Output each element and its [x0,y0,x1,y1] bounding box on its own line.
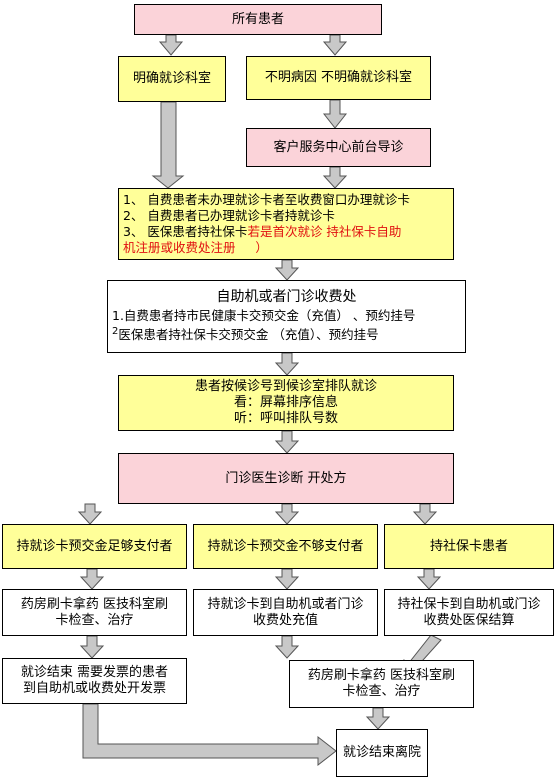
register-line4: 机注册或收费处注册 ） [123,240,268,256]
arrow-down [322,166,348,189]
node-guide-desk: 客户服务中心前台导诊 [246,128,431,167]
node-leave-label: 就诊结束离院 [342,745,421,760]
arrow-down [416,568,442,590]
register-line1: 1、 自费患者未办理就诊卡者至收费窗口办理就诊卡 [123,192,410,207]
node-social-card-label: 持社保卡患者 [429,538,508,554]
arrow-down [365,707,391,730]
pharmacy-left-line1: 药房刷卡拿药 医技科室刷 [20,596,169,612]
queue-line1: 看：屏幕排序信息 [233,395,338,410]
node-not-enough-label: 持就诊卡预交金不够支付者 [207,538,364,554]
node-register: 1、 自费患者未办理就诊卡者至收费窗口办理就诊卡 2、 自费患者已办理就诊卡者持… [118,188,454,260]
end-invoice-line2: 到自助机或收费处开发票 [22,681,166,696]
arrow-down [322,99,348,129]
payment-title: 自助机或者门诊收费处 [216,289,357,306]
social-settle-line1: 持社保卡到自助机或门诊 [397,596,541,612]
pharmacy-left-line2: 卡检查、治疗 [55,612,134,628]
register-line3-red: 若是首次就诊 持社保卡自助 [247,224,402,239]
node-unknown-dept: 不明病因 不明确就诊科室 [246,56,431,100]
queue-title: 患者按候诊号到候诊室排队就诊 [194,379,377,394]
register-line4-tail: ） [255,240,268,255]
node-social-card: 持社保卡患者 [384,524,554,569]
arrow-down [158,34,184,56]
arrow-down [274,503,300,525]
node-payment: 自助机或者门诊收费处 1.自费患者持市民健康卡交预交金（充值） 、预约挂号 2医… [107,280,466,353]
node-pharmacy-left: 药房刷卡拿药 医技科室刷 卡检查、治疗 [2,589,187,636]
node-know-dept: 明确就诊科室 [118,56,226,102]
register-line4-red: 机注册或收费处注册 [123,240,236,255]
payment-line1: 1.自费患者持市民健康卡交预交金（充值） 、预约挂号 [112,308,416,324]
node-know-dept-label: 明确就诊科室 [132,71,211,86]
queue-line2: 听：呼叫排队号数 [233,411,338,426]
node-enough: 持就诊卡预交金足够支付者 [2,524,187,569]
recharge-line2: 收费处充值 [252,612,318,628]
node-end-invoice: 就诊结束 需要发票的患者 到自助机或收费处开发票 [2,658,187,704]
arrow-down [274,352,300,376]
arrow-down [274,635,300,659]
node-doctor: 门诊医生诊断 开处方 [118,453,454,504]
arrow-down [151,101,185,189]
node-unknown-dept-label: 不明病因 不明确就诊科室 [264,70,413,85]
payment-line2: 2医保患者持社保卡交预交金 （充值）、预约挂号 [108,324,379,343]
arrow-down [274,568,300,590]
node-enough-label: 持就诊卡预交金足够支付者 [16,538,173,554]
payment-line2-text: 医保患者持社保卡交预交金 （充值）、预约挂号 [118,327,379,343]
register-line3: 3、 医保患者持社保卡若是首次就诊 持社保卡自助 [123,224,401,240]
node-social-settle: 持社保卡到自助机或门诊 收费处医保结算 [384,589,554,636]
arrow-down [77,503,103,525]
node-recharge: 持就诊卡到自助机或者门诊 收费处充值 [193,589,378,636]
social-settle-line2: 收费处医保结算 [423,612,515,628]
payment-line2-num: 2 [112,326,119,338]
recharge-line1: 持就诊卡到自助机或者门诊 [207,596,364,612]
arrow-down [322,34,348,56]
arrow-down [79,568,105,590]
register-line3-prefix: 3、 医保患者持社保卡 [123,224,248,239]
node-all-patients: 所有患者 [134,4,382,35]
node-pharmacy-right: 药房刷卡拿药 医技科室刷 卡检查、治疗 [289,660,474,708]
node-guide-desk-label: 客户服务中心前台导诊 [273,139,404,155]
node-leave: 就诊结束离院 [336,729,428,777]
arrow-bent [82,703,337,767]
node-not-enough: 持就诊卡预交金不够支付者 [193,524,378,569]
node-queue: 患者按候诊号到候诊室排队就诊 看：屏幕排序信息 听：呼叫排队号数 [118,375,454,431]
pharmacy-right-line2: 卡检查、治疗 [342,684,421,699]
arrow-down [79,635,105,659]
arrow-down [412,503,438,525]
arrow-down [274,430,300,454]
node-doctor-label: 门诊医生诊断 开处方 [225,470,347,486]
end-invoice-line1: 就诊结束 需要发票的患者 [20,665,169,680]
arrow-down [274,259,300,281]
node-all-patients-label: 所有患者 [231,11,284,27]
pharmacy-right-line1: 药房刷卡拿药 医技科室刷 [307,668,456,683]
register-line2: 2、 自费患者已办理就诊卡者持就诊卡 [123,208,335,223]
